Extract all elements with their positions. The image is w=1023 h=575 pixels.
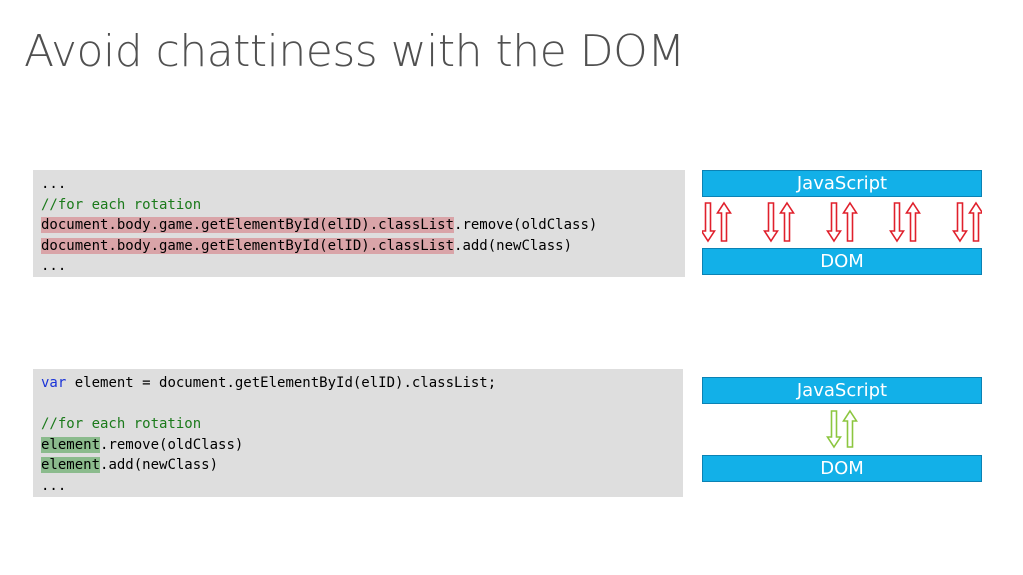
code-line: element.remove(oldClass) — [41, 436, 244, 453]
round-trip-arrows — [826, 409, 858, 449]
arrow-pair — [702, 201, 732, 243]
dom-bar: DOM — [702, 455, 982, 482]
javascript-bar: JavaScript — [702, 377, 982, 404]
up-arrow — [779, 201, 795, 242]
javascript-bar: JavaScript — [702, 170, 982, 197]
highlighted-code: element — [41, 457, 101, 473]
down-arrow — [826, 202, 842, 243]
down-arrow — [889, 202, 905, 243]
arrow-pair — [763, 201, 795, 243]
code-line: ... — [41, 176, 67, 192]
down-arrow — [952, 202, 968, 243]
code-line: //for each rotation — [41, 195, 685, 216]
slide-title: Avoid chattiness with the DOM — [24, 26, 685, 77]
highlighted-code: element — [41, 436, 101, 453]
code-line: var element = document.getElementById(el… — [41, 375, 497, 391]
highlighted-code: document.body.game.getElementById(elID).… — [41, 217, 455, 233]
up-arrow — [968, 201, 982, 242]
code-line: //for each rotation — [41, 414, 683, 435]
down-arrow — [826, 410, 842, 449]
code-keyword: var — [41, 375, 67, 391]
up-arrow — [905, 201, 921, 242]
code-line: element.add(newClass) — [41, 457, 219, 473]
code-line: ... — [41, 477, 67, 494]
arrow-pair — [952, 201, 982, 243]
code-comment: //for each rotation — [41, 416, 202, 432]
arrow-pair — [826, 201, 858, 243]
dom-bar: DOM — [702, 248, 982, 275]
arrow-pair — [826, 409, 858, 449]
highlighted-code: document.body.game.getElementById(elID).… — [41, 237, 455, 254]
code-line: document.body.game.getElementById(elID).… — [41, 217, 598, 233]
down-arrow — [702, 202, 716, 243]
code-line — [41, 394, 683, 415]
code-line: ... — [41, 258, 67, 274]
arrow-pair — [889, 201, 921, 243]
up-arrow — [842, 409, 858, 448]
code-line: document.body.game.getElementById(elID).… — [41, 237, 573, 254]
code-comment: //for each rotation — [41, 196, 202, 213]
down-arrow — [763, 202, 779, 243]
code-block-chatty: ... //for each rotation document.body.ga… — [33, 170, 685, 277]
code-block-cached: var element = document.getElementById(el… — [33, 369, 683, 497]
up-arrow — [716, 201, 732, 242]
round-trip-arrows — [702, 201, 982, 243]
up-arrow — [842, 201, 858, 242]
